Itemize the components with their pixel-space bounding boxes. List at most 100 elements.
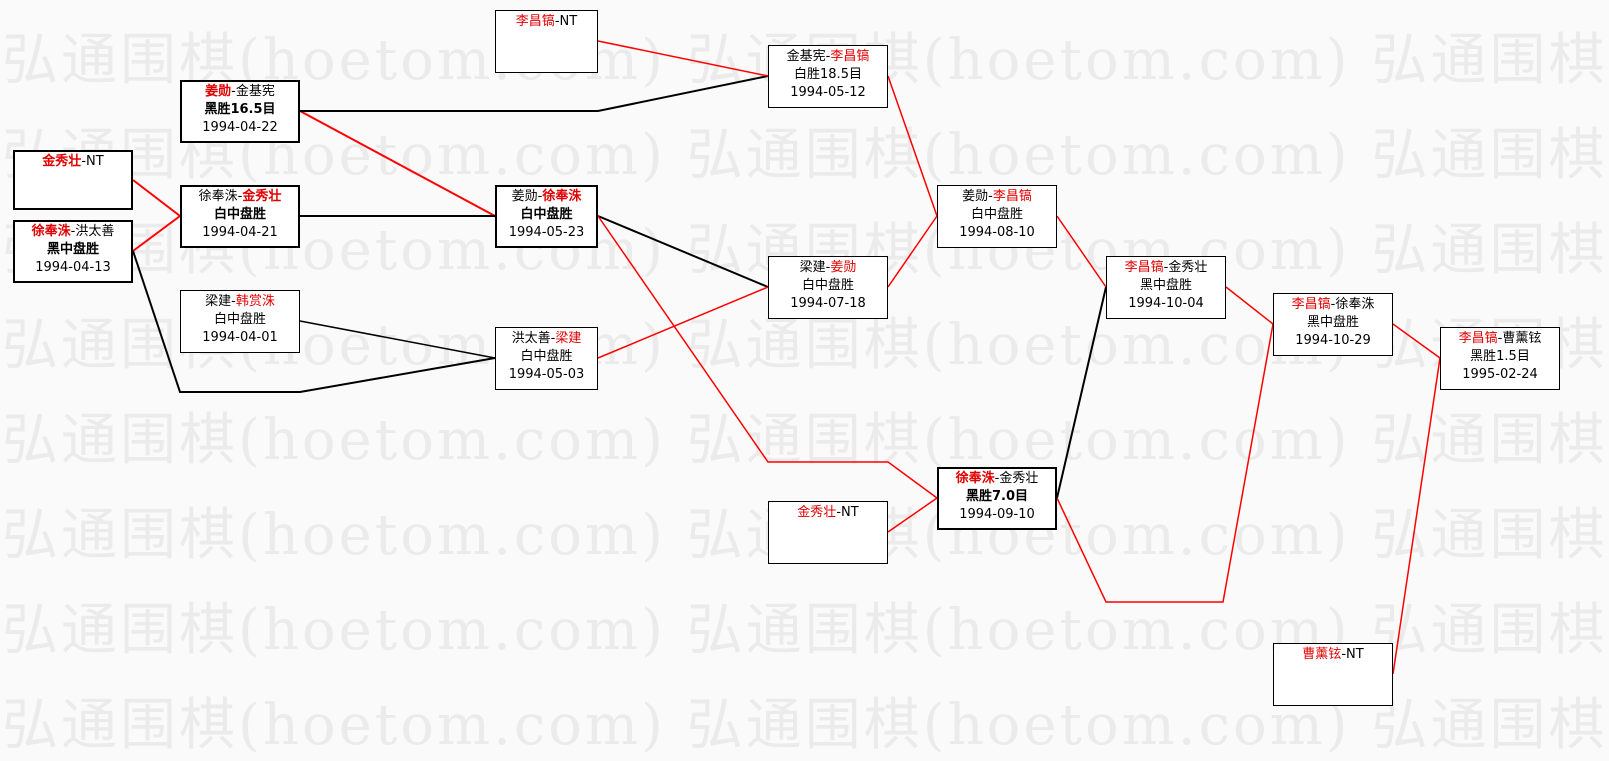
winner-name: 李昌镐 — [1458, 331, 1498, 346]
wire-lee-to-rep-final — [1225, 286, 1274, 325]
match-players: 曹薰铉-NT — [1274, 646, 1392, 664]
separator: - — [231, 84, 236, 99]
match-date: 1994-04-01 — [202, 330, 278, 345]
match-players: 李昌镐-NT — [496, 13, 597, 31]
match-date: 1994-10-29 — [1295, 333, 1371, 348]
loser-name: 洪太善 — [511, 331, 551, 346]
wire-cao-to-final — [1392, 357, 1441, 675]
loser-name: 姜勋 — [962, 189, 989, 204]
match-result: 白中盘胜 — [801, 278, 854, 293]
match-kim-sooin-nt-2: 金秀壮-NT — [768, 501, 888, 564]
match-result: 黑胜7.0目 — [965, 489, 1029, 504]
winner-name: 金秀壮 — [42, 154, 82, 169]
match-result: 黑胜1.5目 — [1470, 349, 1530, 364]
bracket-lines — [132, 40, 1441, 675]
loser-name: 金秀壮 — [1168, 260, 1208, 275]
match-players: 洪太善-梁建 — [496, 330, 597, 348]
loser-name: 徐奉洙 — [1335, 297, 1375, 312]
match-players: 李昌镐-徐奉洙 — [1274, 296, 1392, 314]
loser-name: 梁建 — [205, 294, 232, 309]
match-date: 1994-07-18 — [790, 296, 866, 311]
separator: - — [554, 14, 560, 29]
match-players: 金基宪-李昌镐 — [769, 48, 887, 66]
wire-seo-to-r2 — [132, 215, 181, 252]
winner-name: 金秀壮 — [797, 505, 837, 520]
wire-kim-to-semi — [1056, 286, 1107, 499]
wire-lee-to-final — [1392, 323, 1441, 359]
wire-jiang-to-r5 — [887, 215, 938, 288]
match-players: 姜勋-李昌镐 — [938, 188, 1056, 206]
winner-name: 姜勋 — [205, 84, 232, 99]
match-players: 梁建-韩赏洙 — [181, 293, 299, 311]
separator: - — [81, 154, 87, 169]
match-date: 1994-05-23 — [508, 225, 585, 240]
separator: - — [537, 189, 543, 204]
match-players: 金秀壮-NT — [15, 153, 131, 171]
wire-jiang-to-r3 — [299, 110, 496, 217]
separator: - — [1330, 297, 1336, 312]
wire-hong-to-r2b — [132, 250, 496, 393]
loser-name: 洪太善 — [75, 224, 115, 239]
match-players: 徐奉洙-洪太善 — [15, 223, 131, 241]
wire-lee-to-r5 — [887, 75, 938, 217]
wire-kim-to-r2 — [132, 179, 181, 217]
match-lee-vs-kim-sooin: 李昌镐-金秀壮黑中盘胜 1994-10-04 — [1106, 256, 1226, 319]
loser-name: NT — [841, 505, 859, 520]
wire-han-to-r2b — [299, 320, 496, 359]
winner-name: 梁建 — [555, 331, 582, 346]
match-players: 姜勋-徐奉洙 — [497, 188, 596, 206]
loser-name: 金基宪 — [786, 49, 826, 64]
loser-name: 金秀壮 — [999, 471, 1039, 486]
winner-name: 李昌镐 — [515, 14, 555, 29]
loser-name: 梁建 — [799, 260, 826, 275]
winner-name: 金秀壮 — [242, 189, 282, 204]
separator: - — [1163, 260, 1169, 275]
winner-name: 姜勋 — [830, 260, 857, 275]
match-date: 1994-04-13 — [35, 260, 111, 275]
match-result: 白中盘胜 — [213, 312, 266, 327]
separator: - — [1497, 331, 1503, 346]
separator: - — [70, 224, 76, 239]
match-result: 白中盘胜 — [520, 207, 573, 222]
separator: - — [836, 505, 842, 520]
match-result: 黑中盘胜 — [1139, 278, 1192, 293]
match-result: 白中盘胜 — [213, 207, 266, 222]
match-players: 徐奉洙-金秀壮 — [182, 188, 298, 206]
loser-name: 曹薰铉 — [1502, 331, 1542, 346]
loser-name: NT — [86, 154, 104, 169]
match-players: 姜勋-金基宪 — [182, 83, 298, 101]
match-liang-vs-jiang: 梁建-姜勋白中盘胜 1994-07-18 — [768, 256, 888, 319]
match-players: 梁建-姜勋 — [769, 259, 887, 277]
match-players: 金秀壮-NT — [769, 504, 887, 522]
winner-name: 李昌镐 — [1291, 297, 1331, 312]
separator: - — [237, 189, 243, 204]
winner-name: 徐奉洙 — [955, 471, 995, 486]
match-cao-nt: 曹薰铉-NT — [1273, 643, 1393, 706]
wire-seo-to-rep-final — [1056, 323, 1274, 603]
wire-kimkihun-to-r3b — [300, 75, 769, 112]
wire-lee-nt-to-r3b — [597, 40, 769, 77]
match-date: 1994-05-12 — [790, 85, 866, 100]
separator: - — [1341, 647, 1347, 662]
match-players: 李昌镐-金秀壮 — [1107, 259, 1225, 277]
loser-name: NT — [1346, 647, 1364, 662]
winner-name: 曹薰铉 — [1302, 647, 1342, 662]
separator: - — [231, 294, 236, 309]
winner-name: 徐奉洙 — [31, 224, 71, 239]
match-players: 徐奉洙-金秀壮 — [939, 470, 1055, 488]
separator: - — [994, 471, 1000, 486]
match-date: 1994-10-04 — [1128, 296, 1204, 311]
match-date: 1994-05-03 — [508, 367, 585, 382]
match-result: 黑中盘胜 — [46, 242, 99, 257]
separator: - — [988, 189, 993, 204]
match-date: 1994-04-22 — [202, 120, 278, 135]
